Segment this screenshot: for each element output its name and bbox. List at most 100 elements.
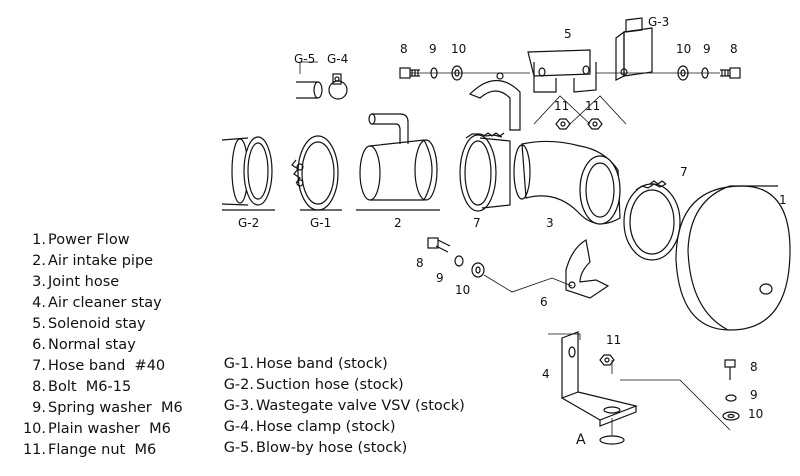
air-cleaner-stay (561, 331, 639, 427)
legend-item: 3.Joint hose (8, 272, 183, 293)
legend-item-text: Plain washer M6 (48, 421, 171, 437)
stock-legend-item: G-3.Wastegate valve VSV (stock) (218, 396, 465, 417)
spring-washer-bottom-right (725, 394, 737, 402)
legend-item-number: 4. (32, 295, 46, 311)
wastegate-vsv-g3 (615, 17, 653, 81)
legend-item: 8.Bolt M6-15 (8, 377, 183, 398)
hose-band-7-left (459, 132, 511, 212)
legend-item-text: Air cleaner stay (48, 295, 162, 311)
plain-washer-mid (471, 262, 485, 278)
bolt-mid (427, 237, 451, 253)
stock-legend-item-number: G-3. (223, 398, 254, 414)
stock-legend-item: G-5.Blow-by hose (stock) (218, 438, 465, 459)
flange-nut-stay (599, 354, 615, 366)
solenoid-stay (527, 49, 597, 93)
callout-8-top-right: 8 (730, 42, 738, 56)
stock-legend-item-number: G-2. (223, 377, 254, 393)
callout-6: 6 (540, 295, 548, 309)
plain-washer-bottom-right (722, 411, 740, 421)
legend-item-number: 6. (32, 337, 46, 353)
legend-item-text: Solenoid stay (48, 316, 146, 332)
stock-legend-item-text: Blow-by hose (stock) (256, 440, 408, 456)
normal-stay (565, 239, 610, 299)
legend-item-text: Air intake pipe (48, 253, 154, 269)
callout-g4: G-4 (327, 52, 348, 66)
air-intake-pipe (356, 113, 440, 211)
stock-legend-item-text: Wastegate valve VSV (stock) (256, 398, 465, 414)
hose-clamp-g4 (328, 73, 348, 100)
callout-9-bottom: 9 (750, 388, 758, 402)
flange-nut-b (587, 118, 603, 130)
legend-item-number: 3. (32, 274, 46, 290)
callout-8-mid: 8 (416, 256, 424, 270)
legend-item-text: Power Flow (48, 232, 130, 248)
spring-washer-mid (454, 255, 464, 267)
callout-2: 2 (394, 216, 402, 230)
legend-item-text: Hose band #40 (48, 358, 166, 374)
legend-item-number: 1. (32, 232, 46, 248)
leader-lines (299, 61, 731, 436)
callout-1: 1 (779, 193, 787, 207)
callout-g5: G-5 (294, 52, 315, 66)
stock-legend-item: G-2.Suction hose (stock) (218, 375, 465, 396)
stock-legend-item-number: G-1. (223, 356, 254, 372)
callout-9-top-right: 9 (703, 42, 711, 56)
stock-legend-item: G-1.Hose band (stock) (218, 354, 465, 375)
mount-point-a (599, 435, 625, 445)
callout-11-a: 11 (554, 99, 569, 113)
callout-10-top-left: 10 (451, 42, 466, 56)
stock-legend-item-number: G-4. (223, 419, 254, 435)
stock-legend-item-text: Suction hose (stock) (256, 377, 404, 393)
callout-g3: G-3 (648, 15, 669, 29)
legend-item-number: 9. (32, 400, 46, 416)
legend-item-number: 5. (32, 316, 46, 332)
hose-band-7-right (623, 180, 681, 261)
legend-item-number: 7. (32, 358, 46, 374)
callout-7-right: 7 (680, 165, 688, 179)
callout-g1: G-1 (310, 216, 331, 230)
legend-item: 11.Flange nut M6 (8, 440, 183, 461)
stock-legend-item-text: Hose band (stock) (256, 356, 388, 372)
callout-10-mid: 10 (455, 283, 470, 297)
callout-8-top-left: 8 (400, 42, 408, 56)
legend-item-number: 8. (32, 379, 46, 395)
stock-parts-legend: G-1.Hose band (stock)G-2.Suction hose (s… (218, 354, 465, 459)
stock-legend-item-text: Hose clamp (stock) (256, 419, 396, 435)
legend-item-text: Normal stay (48, 337, 136, 353)
callout-10-bottom: 10 (748, 407, 763, 421)
legend-item: 7.Hose band #40 (8, 356, 183, 377)
bolt-bottom-right (724, 359, 736, 380)
legend-item-number: 10. (22, 421, 46, 437)
callout-a: A (576, 432, 586, 448)
stock-legend-item: G-4.Hose clamp (stock) (218, 417, 465, 438)
callout-11-stay: 11 (606, 333, 621, 347)
callout-4: 4 (542, 367, 550, 381)
legend-item: 2.Air intake pipe (8, 251, 183, 272)
suction-hose-g2 (221, 136, 275, 211)
callout-9-mid: 9 (436, 271, 444, 285)
legend-item-number: 11. (22, 442, 46, 458)
legend-item: 5.Solenoid stay (8, 314, 183, 335)
legend-item: 1.Power Flow (8, 230, 183, 251)
callout-10-top-right: 10 (676, 42, 691, 56)
legend-item-number: 2. (32, 253, 46, 269)
callout-5: 5 (564, 27, 572, 41)
joint-hose (513, 140, 621, 225)
callout-8-bottom: 8 (750, 360, 758, 374)
callout-3: 3 (546, 216, 554, 230)
callout-g2: G-2 (238, 216, 259, 230)
legend-item-text: Spring washer M6 (48, 400, 183, 416)
callout-9-top-left: 9 (429, 42, 437, 56)
callout-11-b: 11 (585, 99, 600, 113)
callout-labels: 1 2 3 4 5 6 7 7 8 8 8 8 9 9 9 9 10 10 10… (238, 15, 787, 448)
legend-item-text: Bolt M6-15 (48, 379, 132, 395)
legend-item-text: Flange nut M6 (48, 442, 157, 458)
bolt-top-right (720, 67, 741, 79)
legend-item: 4.Air cleaner stay (8, 293, 183, 314)
flange-nut-a (555, 118, 571, 130)
legend-item: 10.Plain washer M6 (8, 419, 183, 440)
legend-item-text: Joint hose (48, 274, 120, 290)
callout-7-left: 7 (473, 216, 481, 230)
